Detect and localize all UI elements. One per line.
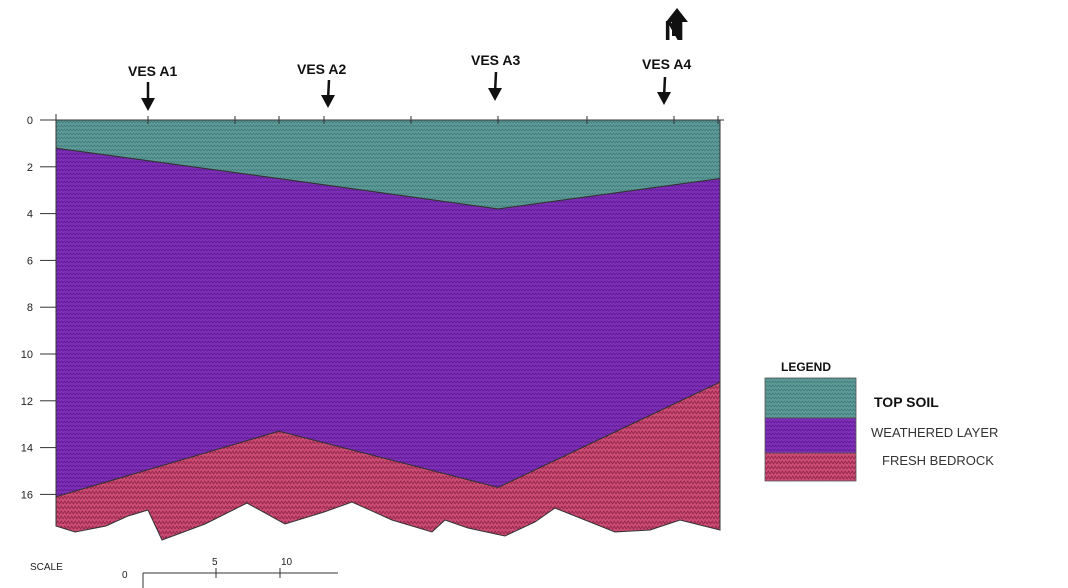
depth-tick-label: 16 xyxy=(21,489,33,501)
down-arrow-icon xyxy=(488,71,502,101)
legend-swatch-fresh-bedrock xyxy=(764,452,857,482)
ves-label-a1: VES A1 xyxy=(128,63,177,79)
scale-tick-10: 10 xyxy=(281,557,293,568)
legend: LEGEND TOP SOIL WEATHERED LAYER FRESH BE… xyxy=(764,360,998,482)
legend-swatch-top-soil xyxy=(764,377,857,419)
scale-tick-0: 0 xyxy=(122,570,128,581)
depth-tick-label: 6 xyxy=(27,255,33,267)
scale-bar: SCALE 0 5 10 xyxy=(30,557,338,588)
legend-swatch-weathered-layer xyxy=(764,417,857,454)
legend-label-top-soil: TOP SOIL xyxy=(874,394,939,410)
depth-tick-label: 8 xyxy=(27,302,33,314)
ves-stations: VES A1 VES A2 VES A3 VES A4 xyxy=(128,52,691,111)
top-frame xyxy=(40,114,724,124)
legend-label-weathered-layer: WEATHERED LAYER xyxy=(871,425,998,440)
legend-title: LEGEND xyxy=(781,360,831,374)
depth-tick-label: 14 xyxy=(21,443,33,455)
ves-label-a2: VES A2 xyxy=(297,61,346,77)
down-arrow-icon xyxy=(141,82,155,111)
legend-label-fresh-bedrock: FRESH BEDROCK xyxy=(882,453,994,468)
depth-tick-label: 4 xyxy=(27,209,33,221)
section-layers xyxy=(55,119,721,541)
down-arrow-icon xyxy=(321,79,335,108)
ves-label-a4: VES A4 xyxy=(642,56,691,72)
scale-tick-5: 5 xyxy=(212,557,218,568)
depth-axis: 0 2 4 6 8 10 12 14 16 xyxy=(21,115,57,501)
ves-label-a3: VES A3 xyxy=(471,52,520,68)
depth-tick-label: 0 xyxy=(27,115,33,127)
scale-label: SCALE xyxy=(30,562,63,573)
depth-tick-label: 12 xyxy=(21,396,33,408)
north-arrow-icon: N xyxy=(664,8,688,46)
down-arrow-icon xyxy=(657,76,671,105)
depth-tick-label: 2 xyxy=(27,162,33,174)
depth-tick-label: 10 xyxy=(21,349,33,361)
fresh-bedrock-layer xyxy=(55,381,721,541)
north-label: N xyxy=(664,15,684,46)
